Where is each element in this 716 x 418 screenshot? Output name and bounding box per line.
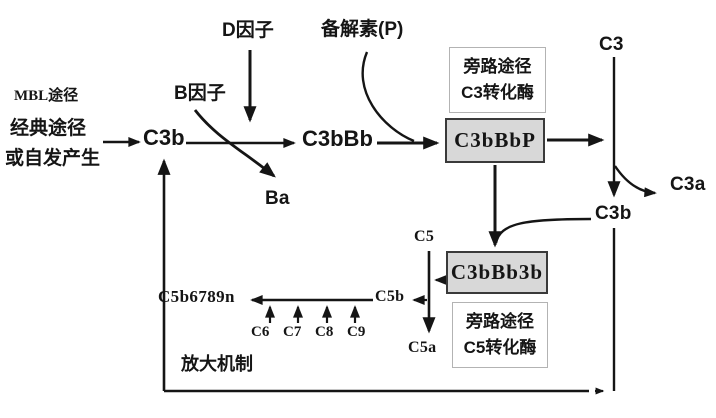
curve-factor-b-to-ba: [193, 109, 276, 178]
node-c3bBb: C3bBb: [302, 126, 373, 151]
node-c8: C8: [315, 324, 334, 340]
node-c3b-left: C3b: [143, 125, 185, 150]
c3bBb3b-enzyme-box: C3bBb3b: [446, 251, 548, 294]
properdin-label: 备解素(P): [321, 19, 404, 40]
node-c5a: C5a: [408, 339, 437, 356]
node-c5: C5: [414, 228, 435, 245]
curve-properdin-join: [361, 51, 415, 143]
c5-convertase-caption-box: 旁路途径 C5转化酶: [452, 302, 548, 368]
c5-convertase-caption-line2: C5转化酶: [463, 338, 537, 357]
node-c5b: C5b: [375, 288, 405, 305]
spontaneous-label: 或自发产生: [5, 148, 101, 169]
c5-convertase-caption-line1: 旁路途径: [466, 311, 534, 331]
node-c9: C9: [347, 324, 366, 340]
c3bBbP-enzyme-label: C3bBbP: [454, 128, 536, 152]
c3-convertase-caption-line1: 旁路途径: [463, 56, 532, 76]
c3-convertase-caption-box: 旁路途径 C3转化酶: [449, 47, 546, 113]
mbl-pathway-label: MBL途径: [14, 88, 79, 104]
node-c7: C7: [283, 324, 302, 340]
c3-convertase-caption-line2: C3转化酶: [461, 83, 534, 102]
amplification-label: 放大机制: [181, 354, 253, 374]
node-ba: Ba: [265, 188, 290, 209]
c3bBb3b-enzyme-label: C3bBb3b: [450, 260, 544, 284]
node-c6: C6: [251, 324, 270, 340]
node-c5b6789n: C5b6789n: [158, 287, 235, 306]
classical-pathway-label: 经典途径: [10, 118, 87, 139]
node-c3a: C3a: [670, 174, 706, 195]
curve-c3-to-c3a: [614, 165, 657, 198]
node-c3: C3: [599, 34, 624, 55]
factor-d-label: D因子: [222, 20, 274, 41]
factor-b-label: B因子: [174, 83, 226, 104]
curve-c3b-right-feed: [494, 217, 592, 244]
c3bBbP-enzyme-box: C3bBbP: [445, 118, 545, 163]
node-c3b-right: C3b: [595, 203, 632, 224]
